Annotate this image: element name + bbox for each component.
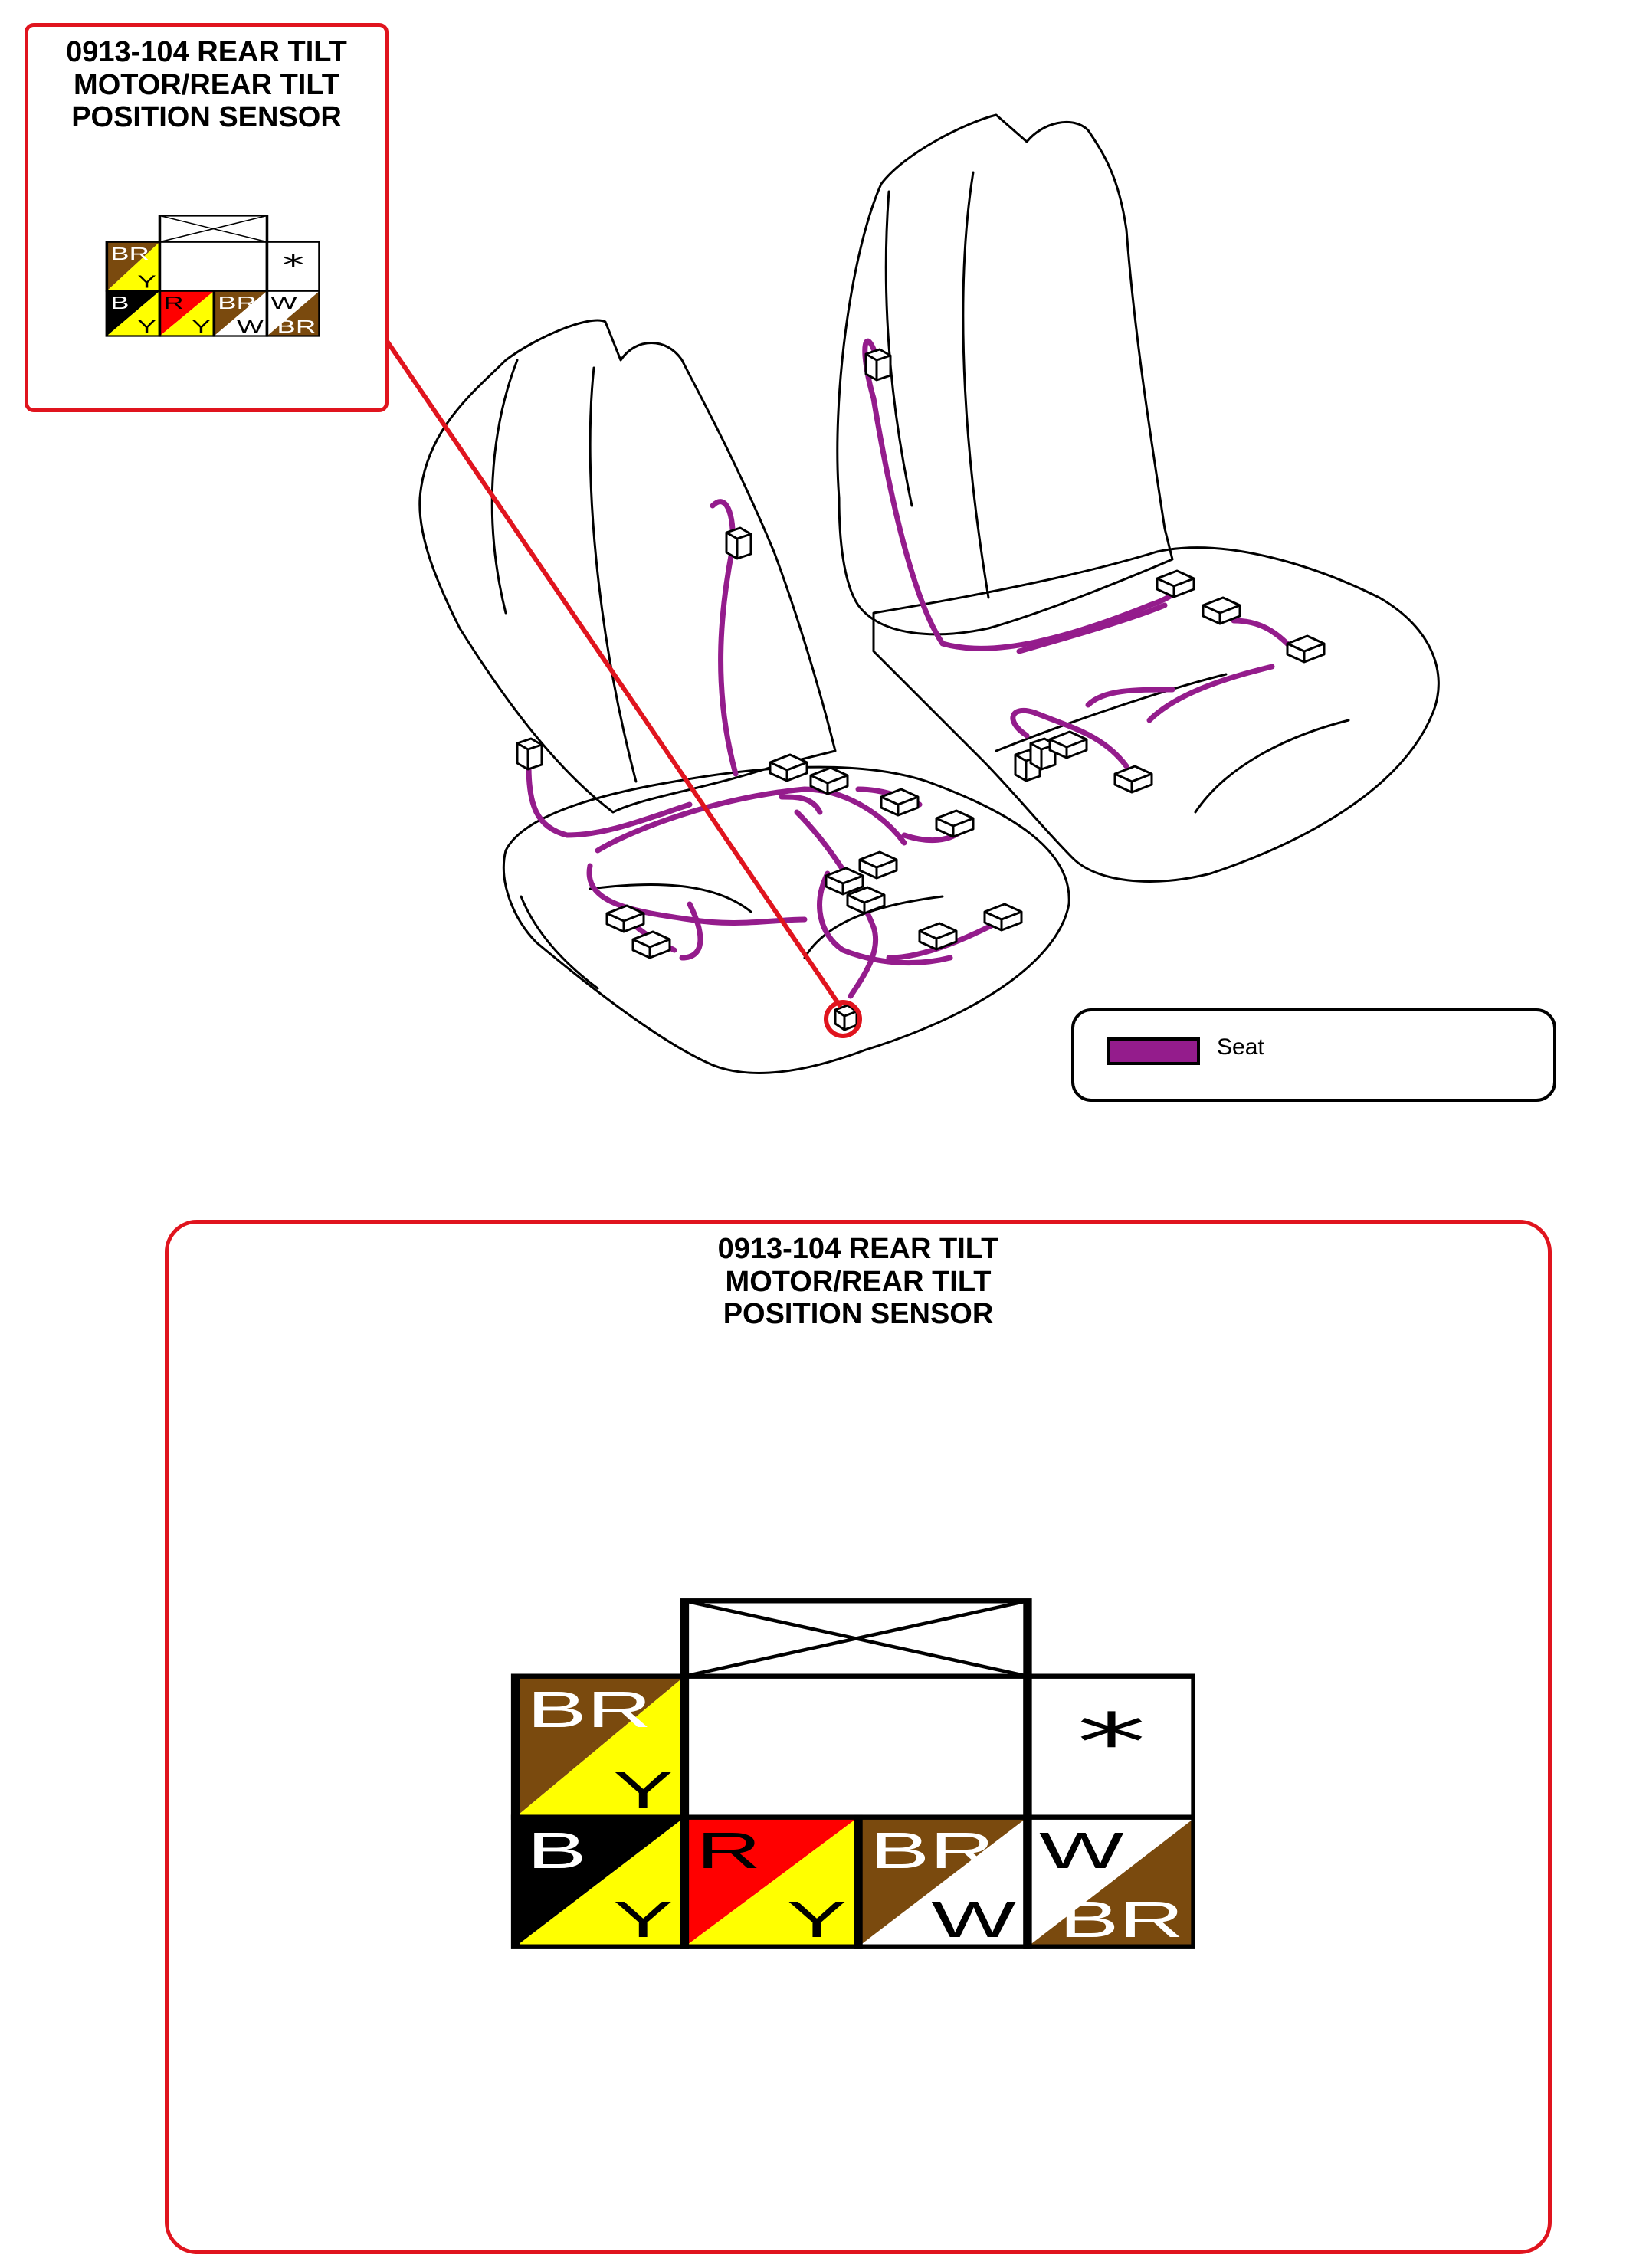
pin-2-top-label: B [110, 293, 129, 313]
connector-icon-6 [1286, 634, 1326, 664]
right-seat-back [836, 113, 1174, 636]
connector-icon-17 [846, 886, 886, 915]
seat-harness [526, 338, 1298, 999]
pin-4-top-label: BR [870, 1823, 995, 1880]
connector-icon-19 [983, 903, 1023, 932]
right-seat-cushion [872, 546, 1440, 883]
main-title-line-2: MOTOR/REAR TILT [725, 1265, 992, 1298]
inset-title-line-1: 0913-104 REAR TILT [66, 36, 347, 68]
connector-icon-9 [1048, 730, 1088, 759]
left-seat-back [418, 319, 837, 814]
main-title: 0913-104 REAR TILT MOTOR/REAR TILT POSIT… [169, 1233, 1548, 1331]
pin-1-top-label: BR [110, 244, 149, 264]
connector-pin-star: * [1023, 1673, 1195, 1820]
inset-title: 0913-104 REAR TILT MOTOR/REAR TILT POSIT… [28, 36, 385, 134]
pin-5-top-label: W [1039, 1823, 1124, 1880]
connector-pin-blank [158, 241, 269, 292]
connector-icon-12 [809, 766, 849, 795]
pin-4-top-label: BR [218, 293, 257, 313]
connector-lock-cap [680, 1598, 1032, 1679]
connector-icon-5 [1202, 596, 1241, 625]
pin-1-bottom-label: Y [613, 1762, 673, 1819]
inset-title-line-3: POSITION SENSOR [71, 101, 342, 134]
pin-star-label: * [283, 250, 304, 281]
connector-icon-11 [769, 753, 808, 782]
connector-icon-15 [858, 850, 898, 880]
pin-2-top-label: B [527, 1823, 587, 1880]
pin-3-top-label: R [163, 293, 183, 313]
connector-pin-2: BY [105, 290, 162, 337]
connector-lock-cap [158, 215, 269, 243]
pin-3-bottom-label: Y [787, 1892, 847, 1948]
main-title-line-3: POSITION SENSOR [723, 1298, 994, 1331]
inset-title-line-2: MOTOR/REAR TILT [74, 68, 339, 101]
pin-5-top-label: W [270, 293, 297, 313]
pin-4-bottom-label: W [931, 1892, 1016, 1948]
left-seat-cushion [502, 765, 1070, 1074]
connector-pin-blank [680, 1673, 1032, 1820]
connector-pin-3: RY [158, 290, 216, 337]
legend: Seat [1071, 1008, 1556, 1102]
pin-1-top-label: BR [527, 1682, 652, 1739]
connector-pin-4: BR W [854, 1814, 1032, 1949]
callout-target-circle [824, 1000, 862, 1038]
connector-icon-20 [605, 904, 645, 933]
inset-connector-panel: 0913-104 REAR TILT MOTOR/REAR TILT POSIT… [25, 23, 389, 412]
connector-icon-3 [516, 737, 543, 771]
pin-4-bottom-label: W [237, 317, 264, 337]
pin-5-bottom-label: BR [277, 317, 316, 337]
connector-pin-2: BY [510, 1814, 690, 1949]
connector-icon-16 [825, 867, 864, 896]
connector-pin-star: * [265, 241, 320, 292]
main-connector-panel: 0913-104 REAR TILT MOTOR/REAR TILT POSIT… [165, 1220, 1552, 2254]
connector-pin-3: RY [680, 1814, 863, 1949]
connector-pin-5: W BR [1023, 1814, 1195, 1949]
pin-3-bottom-label: Y [192, 317, 210, 337]
connector-icon-22 [834, 1004, 858, 1031]
main-title-line-1: 0913-104 REAR TILT [717, 1233, 999, 1265]
connector-icon-18 [918, 922, 958, 951]
connector-icon-4 [1156, 569, 1195, 598]
pin-2-bottom-label: Y [137, 317, 156, 337]
connector-icon-14 [935, 809, 975, 838]
pin-star-label: * [1077, 1696, 1146, 1788]
connector-pin-1: BR Y [105, 241, 162, 292]
connector-pin-4: BR W [212, 290, 269, 337]
connector-pin-1: BR Y [510, 1673, 690, 1820]
legend-label-seat: Seat [1217, 1034, 1264, 1060]
connector-icon-10 [1113, 765, 1153, 794]
callout-leader-line [385, 339, 843, 1008]
connector-pin-5: W BR [265, 290, 320, 337]
connector-icon-2 [725, 526, 752, 560]
pin-2-bottom-label: Y [613, 1892, 673, 1948]
connector-icon-1 [864, 348, 892, 382]
pin-5-bottom-label: BR [1059, 1892, 1184, 1948]
legend-swatch-seat [1107, 1037, 1200, 1065]
pin-1-bottom-label: Y [137, 272, 156, 292]
connector-icon-21 [631, 930, 671, 959]
pin-3-top-label: R [697, 1823, 762, 1880]
connector-icon-13 [880, 788, 920, 817]
